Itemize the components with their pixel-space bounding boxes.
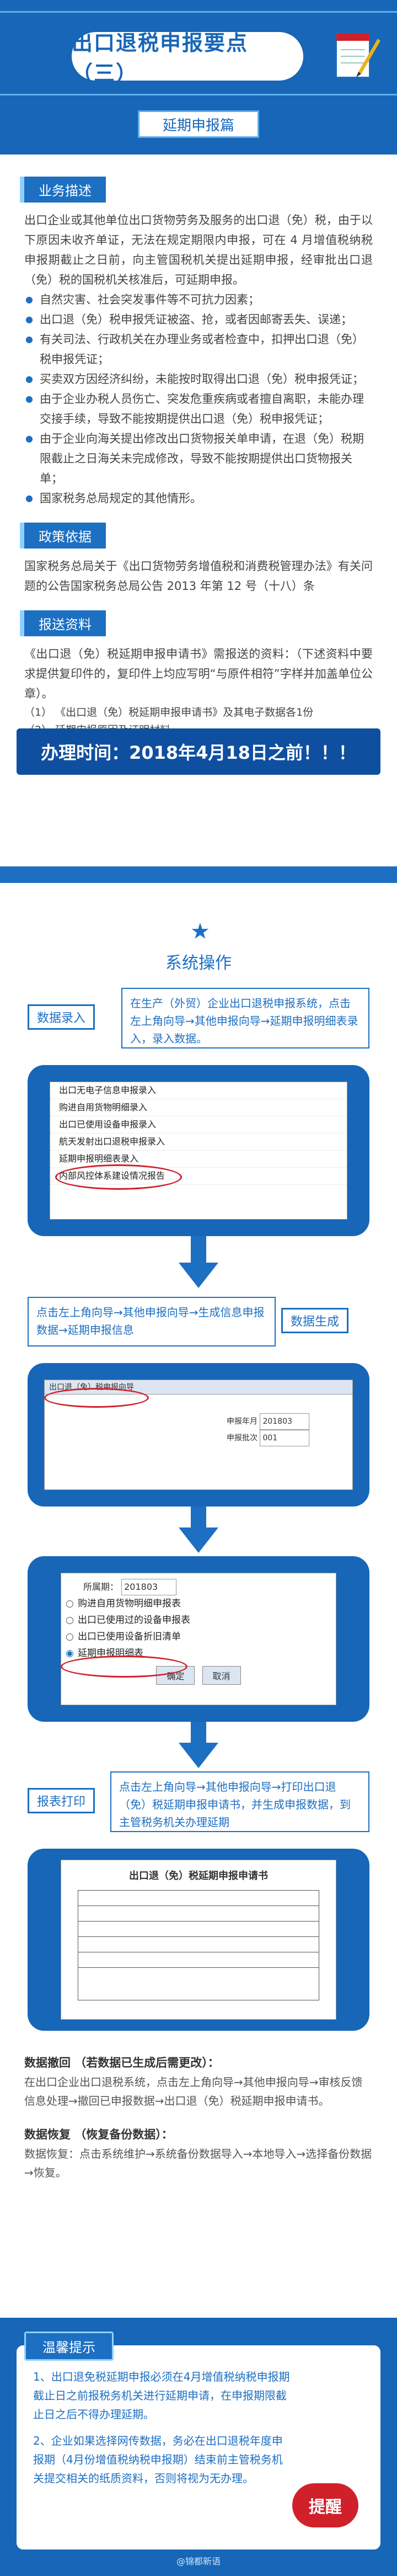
highlight-circle	[55, 1164, 182, 1190]
step-1-text: 在生产（外贸）企业出口退税申报系统，点击左上角向导→其他申报向导→延期申报明细表…	[121, 988, 369, 1049]
option-radio[interactable]: 出口已使用过的设备申报表	[61, 1612, 336, 1628]
arrow-stem	[191, 1236, 206, 1264]
step-2-text: 点击左上角向导→其他申报向导→生成信息申报数据→延期申报信息	[28, 1297, 276, 1346]
business-list: 自然灾害、社会突发事件等不可抗力因素； 出口退（免）税申报凭证被盗、抢，或者因邮…	[0, 290, 397, 508]
list-item: 由于企业办税人员伤亡、突发危重疾病或者擅自离职，未能办理交接手续，导致不能按期提…	[24, 389, 373, 429]
cancel-button[interactable]: 取消	[202, 1666, 241, 1685]
materials-text: 《出口退（免）税延期申报申请书》需报送的资料：（下述资料中要求提供复印件的，复印…	[24, 647, 373, 700]
dialog-buttons: 确定 取消	[61, 1666, 336, 1685]
withdraw-text: 在出口企业出口退税系统，点击左上角向导→其他申报向导→审核反馈信息处理→撤回已申…	[24, 2075, 363, 2107]
page-title: 出口退税申报要点（三）	[72, 31, 303, 86]
form-fields: 申报年月 201803 申报批次 001	[227, 1413, 310, 1446]
arrow-down-icon	[179, 1263, 218, 1288]
option-radio[interactable]: 出口已使用设备折旧清单	[61, 1628, 336, 1645]
policy-text: 国家税务总局关于《出口货物劳务增值税和消费税管理办法》有关问题的公告国家税务总局…	[24, 560, 373, 593]
highlight-circle	[61, 1656, 187, 1678]
tips-list: 1、出口退免税延期申报必须在4月增值税纳税申报期截止日之前报税务机关进行延期申请…	[33, 2367, 292, 2488]
header-banner: 出口退税申报要点（三） 延期申报篇	[0, 0, 397, 155]
menu-item[interactable]: 出口无电子信息申报录入	[50, 1082, 347, 1099]
header-stripe	[0, 11, 397, 13]
list-item: 出口退（免）税申报凭证被盗、抢，或者因邮寄丢失、误递；	[24, 310, 373, 329]
restore-text: 数据恢复：点击系统维护→系统备份数据导入→本地导入→选择备份数据→恢复。	[24, 2147, 372, 2179]
business-tag: 业务描述	[20, 177, 106, 203]
business-section: 业务描述 出口企业或其他单位出口货物劳务及服务的出口退（免）税，由于以下原因未收…	[0, 177, 397, 508]
menu-item[interactable]: 出口已使用设备申报录入	[50, 1116, 347, 1133]
list-item: 由于企业向海关提出修改出口货物报关单申请，在退（免）税期限截止之日海关未完成修改…	[24, 429, 373, 488]
reminder-badge: 提醒	[292, 2483, 358, 2527]
field-label: 申报批次	[227, 1434, 257, 1443]
header-stripe	[0, 94, 397, 95]
arrow-stem	[191, 1507, 206, 1529]
tip-item: 2、企业如果选择网传数据，务必在出口退税年度申报期（4月份增值税纳税申报期）结束…	[33, 2434, 283, 2485]
materials-item: （1） 《出口退（免）税延期申报申请书》及其电子数据各1份	[24, 706, 314, 718]
period-label: 所属期：	[83, 1582, 119, 1592]
page-subtitle: 延期申报篇	[138, 110, 259, 138]
deadline-banner: 办理时间：2018年4月18日之前！！！	[17, 728, 380, 775]
list-item: 国家税务总局规定的其他情形。	[24, 488, 373, 508]
menu-item[interactable]: 航天发射出口退税申报录入	[50, 1133, 347, 1151]
screenshot-toolbar: 出口退（免）税申报向导 申报年月 201803 申报批次 001	[28, 1363, 369, 1507]
withdraw-title: 数据撤回 （若数据已生成后需更改）：	[24, 2056, 219, 2069]
tip-item: 1、出口退免税延期申报必须在4月增值税纳税申报期截止日之前报税务机关进行延期申请…	[33, 2370, 290, 2421]
arrow-down-icon	[179, 1743, 218, 1768]
withdraw-section: 数据撤回 （若数据已生成后需更改）： 在出口企业出口退税系统，点击左上角向导→其…	[0, 2053, 397, 2182]
pen-notepad-icon	[336, 33, 380, 78]
step-2-label: 数据生成	[281, 1308, 349, 1333]
highlight-circle	[44, 1388, 149, 1408]
arrow-stem	[191, 1722, 206, 1744]
doc-title: 出口退（免）税延期申报申请书	[129, 1870, 268, 1882]
materials-section: 报送资料 《出口退（免）税延期申报申请书》需报送的资料：（下述资料中要求提供复印…	[0, 610, 397, 739]
materials-tag: 报送资料	[20, 610, 106, 636]
period-input[interactable]: 201803	[121, 1579, 177, 1595]
screenshot-document: 出口退（免）税延期申报申请书	[28, 1849, 369, 2031]
doc-table	[78, 1890, 319, 2000]
star-icon: ★	[190, 919, 210, 944]
footer-credit: @锦都新语	[176, 2556, 221, 2567]
policy-tag: 政策依据	[20, 523, 106, 549]
field-value[interactable]: 001	[260, 1430, 310, 1446]
option-radio[interactable]: 购进自用货物明细申报表	[61, 1595, 336, 1612]
list-item: 自然灾害、社会突发事件等不可抗力因素；	[24, 290, 373, 310]
arrow-down-icon	[179, 1527, 218, 1553]
flow-title: 系统操作	[165, 954, 232, 973]
field-value[interactable]: 201803	[260, 1413, 310, 1430]
screenshot-dialog: 所属期： 201803 购进自用货物明细申报表 出口已使用过的设备申报表 出口已…	[28, 1556, 369, 1722]
step-3-text: 点击左上角向导→其他申报向导→打印出口退（免）税延期申报申请书，并生成申报数据，…	[110, 1771, 369, 1832]
menu-item-deferral-entry[interactable]: 延期申报明细表录入	[50, 1151, 347, 1168]
list-item: 有关司法、行政机关在办理业务或者检查中，扣押出口退（免）税申报凭证；	[24, 329, 373, 369]
step-3-label: 报表打印	[28, 1788, 95, 1813]
tips-tag: 温馨提示	[24, 2332, 114, 2361]
step-1-label: 数据录入	[28, 1004, 95, 1030]
list-item: 买卖双方因经济纠纷，未能按时取得出口退（免）税申报凭证；	[24, 369, 373, 389]
field-label: 申报年月	[227, 1417, 257, 1426]
business-intro: 出口企业或其他单位出口货物劳务及服务的出口退（免）税，由于以下原因未收齐单证，无…	[24, 214, 373, 286]
screenshot-menu: 出口无电子信息申报录入 购进自用货物明细录入 出口已使用设备申报录入 航天发射出…	[28, 1065, 369, 1236]
policy-section: 政策依据 国家税务总局关于《出口货物劳务增值税和消费税管理办法》有关问题的公告国…	[0, 523, 397, 596]
period-row: 所属期： 201803	[61, 1579, 336, 1595]
menu-item[interactable]: 购进自用货物明细录入	[50, 1099, 347, 1116]
restore-title: 数据恢复 （恢复备份数据）：	[24, 2128, 173, 2141]
